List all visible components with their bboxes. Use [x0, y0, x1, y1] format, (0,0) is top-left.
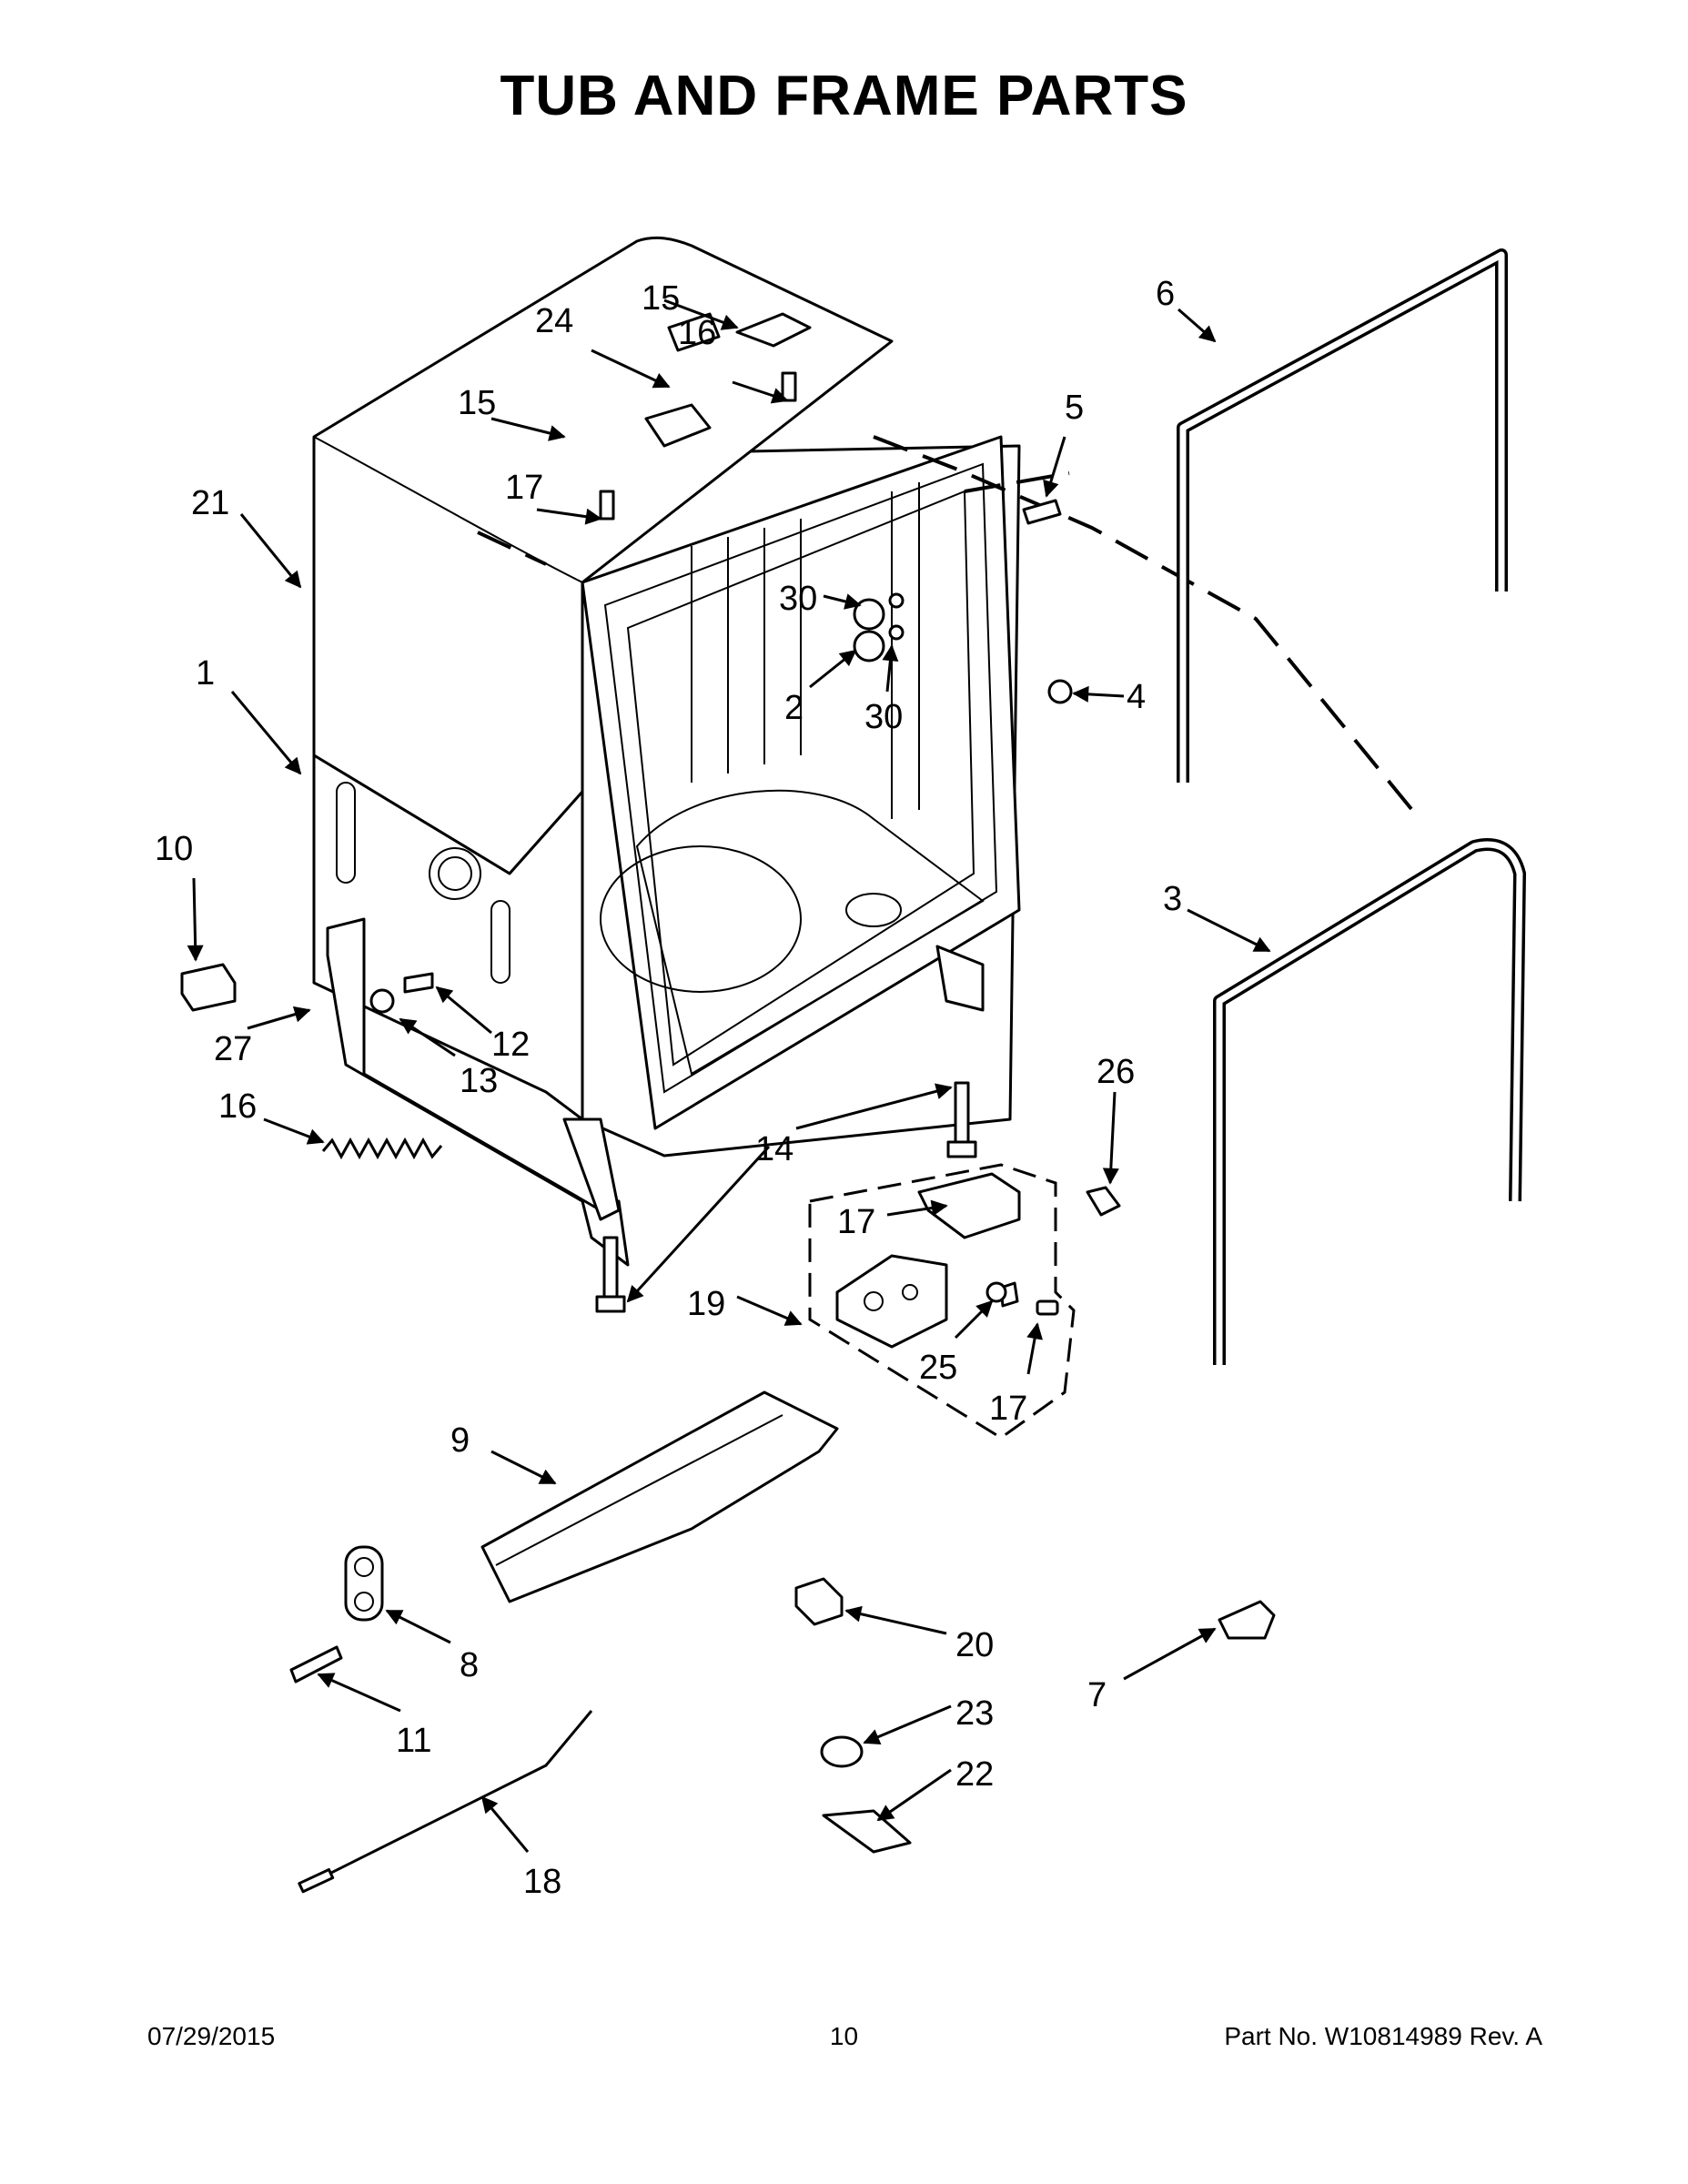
callout-9: 9 [450, 1421, 470, 1460]
callout-19: 17 [837, 1203, 875, 1241]
door-gasket [1177, 248, 1508, 783]
callout-27: 25 [919, 1349, 957, 1387]
callout-20: 18 [523, 1863, 561, 1901]
callout-2: 2 [784, 689, 804, 727]
callout-1: 1 [196, 654, 215, 693]
callout-15-mid: 15 [458, 384, 496, 422]
callout-6: 6 [1156, 275, 1175, 313]
callout-30-bottom: 30 [864, 698, 903, 736]
callout-23: 21 [191, 484, 229, 522]
hinge-bracket-group [808, 1163, 1076, 1440]
tub-gasket [1213, 838, 1526, 1365]
small-parts [180, 499, 1276, 1894]
callout-24: 22 [955, 1755, 994, 1794]
callout-3: 3 [1163, 880, 1182, 918]
callout-17-top: 16 [678, 314, 716, 352]
callout-8: 8 [460, 1646, 479, 1684]
callout-12: 12 [491, 1026, 530, 1064]
page-title: TUB AND FRAME PARTS [500, 65, 1188, 127]
callout-18: 17 [989, 1390, 1027, 1428]
callout-7: 7 [1087, 1676, 1107, 1714]
callout-25: 23 [955, 1694, 994, 1733]
callout-29: 27 [214, 1030, 252, 1068]
callout-15-top: 15 [642, 279, 680, 318]
callout-10: 10 [155, 830, 193, 868]
leveling-legs [595, 1081, 977, 1313]
tub-assembly [312, 236, 1021, 1267]
callout-22: 20 [955, 1626, 994, 1664]
callout-labels: 15 24 16 15 17 21 1 5 6 30 2 30 4 3 10 2… [155, 275, 1182, 1901]
footer-page-number: 10 [829, 2022, 859, 2050]
callout-17-mid: 17 [505, 469, 543, 507]
callout-13: 13 [460, 1062, 498, 1100]
callout-30-top: 30 [779, 580, 817, 618]
callout-28: 26 [1097, 1053, 1135, 1091]
callout-16: 16 [218, 1087, 257, 1126]
callout-21: 19 [687, 1285, 725, 1323]
callout-5: 5 [1065, 389, 1084, 427]
callout-14: 14 [755, 1130, 793, 1168]
callout-26: 24 [535, 302, 573, 340]
callout-11: 11 [396, 1722, 431, 1760]
footer-date: 07/29/2015 [147, 2022, 276, 2050]
footer-part-number: Part No. W10814989 Rev. A [1224, 2022, 1542, 2050]
callout-4: 4 [1127, 678, 1146, 716]
leader-arrows [187, 298, 1271, 1853]
